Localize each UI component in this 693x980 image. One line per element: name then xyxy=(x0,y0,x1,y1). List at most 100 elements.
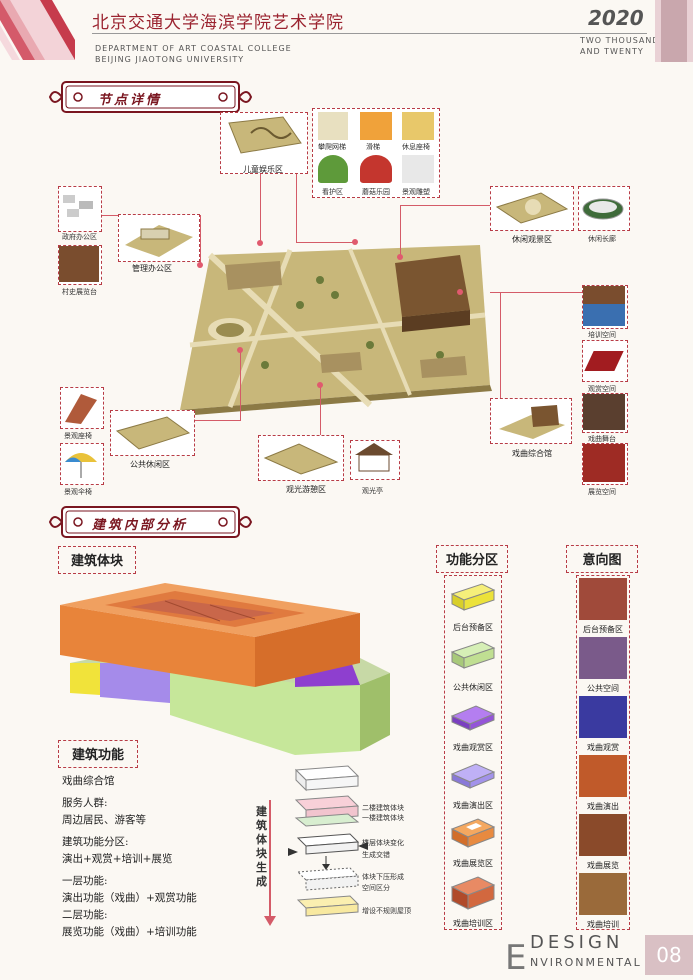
intent-label-2: 戏曲观赏 xyxy=(587,743,619,752)
intent-img-performance xyxy=(579,755,627,797)
banner-building-analysis: 建筑内部分析 xyxy=(92,518,189,533)
node-sightsee xyxy=(258,435,344,481)
label-pavilion: 观光亭 xyxy=(362,487,383,495)
banner-node-detail: 节点详情 xyxy=(98,93,163,108)
label-sculpt: 景观雕塑 xyxy=(402,188,430,196)
viewing-seats-shape xyxy=(584,351,624,371)
marker-manage xyxy=(197,262,203,268)
gen-label-2: 楼层体块变化 xyxy=(362,839,404,847)
year-english-2: AND TWENTY xyxy=(580,47,644,56)
mass-title: 建筑体块 xyxy=(58,546,136,574)
func-zone-label-1: 公共休闲区 xyxy=(453,683,493,692)
connector-leisure-v xyxy=(400,205,401,257)
func-line-5: 一层功能: xyxy=(62,875,108,887)
gov-office-thumb xyxy=(63,195,93,217)
village-exhibit-thumb xyxy=(59,246,99,282)
stage-thumb xyxy=(583,394,625,430)
header-right-tab xyxy=(655,0,693,62)
intent-img-viewing xyxy=(579,696,627,738)
node-village-exhibit xyxy=(58,245,102,285)
connector-interior xyxy=(490,292,582,293)
connector-opera-v xyxy=(500,292,501,400)
label-corridor: 休闲长廊 xyxy=(588,235,616,243)
mushroom-thumb xyxy=(360,155,392,183)
node-public-leisure xyxy=(110,410,195,456)
func-zone-viewing-block xyxy=(450,705,496,731)
node-children-area xyxy=(220,112,308,174)
func-zone-exhibit-block xyxy=(450,818,496,848)
header-stripes-decoration xyxy=(0,0,75,60)
college-title: 北京交通大学海滨学院艺术学院 xyxy=(92,13,344,33)
node-exhibit-space xyxy=(582,443,628,485)
node-training-space xyxy=(582,285,628,329)
label-viewing: 观赏空间 xyxy=(588,385,616,393)
header-divider xyxy=(92,33,647,34)
viewing-space-thumb xyxy=(583,341,625,379)
func-line-2: 周边居民、游客等 xyxy=(62,814,146,826)
children-area-thumbnail xyxy=(228,116,302,154)
training-space-thumb xyxy=(583,286,625,326)
connector-manage xyxy=(200,215,201,265)
label-maze: 蘑菇乐园 xyxy=(362,188,390,196)
func-line-8: 展览功能（戏曲）+培训功能 xyxy=(62,926,197,938)
marker-sightsee xyxy=(317,382,323,388)
connector-sightsee xyxy=(320,385,321,435)
gen-label-1: 一楼建筑体块 xyxy=(362,814,404,822)
seat-thumb xyxy=(402,112,434,140)
generation-title: 建筑体块生成 xyxy=(256,805,267,888)
func-line-0: 戏曲综合馆 xyxy=(62,775,115,787)
func-zone-column xyxy=(444,575,502,930)
label-climb: 攀爬网梯 xyxy=(318,143,346,151)
label-seat: 休息座椅 xyxy=(402,143,430,151)
public-leisure-thumb xyxy=(115,416,191,450)
func-zone-label-3: 戏曲演出区 xyxy=(453,801,493,810)
func-line-1: 服务人群: xyxy=(62,797,108,809)
func-line-6: 演出功能（戏曲）+观赏功能 xyxy=(62,892,197,904)
dept-english-line-2: BEIJING JIAOTONG UNIVERSITY xyxy=(95,55,245,64)
slide-thumb xyxy=(360,112,392,140)
label-opera-center: 戏曲综合馆 xyxy=(512,449,552,458)
site-plan-3d-model xyxy=(180,245,492,415)
function-title: 建筑功能 xyxy=(58,740,138,768)
intent-column xyxy=(576,575,630,930)
func-zone-backstage-block xyxy=(450,583,496,611)
func-line-4: 演出+观赏+培训+展览 xyxy=(62,853,173,865)
label-sightsee: 观光游憩区 xyxy=(286,485,326,494)
banner-node-detail-frame xyxy=(48,81,253,113)
opera-center-thumb xyxy=(499,405,565,439)
func-zone-label-4: 戏曲展览区 xyxy=(453,859,493,868)
node-bench xyxy=(60,387,104,429)
umbrella-thumb xyxy=(65,453,97,478)
intent-label-4: 戏曲展览 xyxy=(587,861,619,870)
node-pavilion xyxy=(350,440,400,480)
connector-public xyxy=(195,420,241,421)
climb-net-thumb xyxy=(318,112,348,140)
connector-play xyxy=(296,112,297,242)
node-opera-center xyxy=(490,398,572,444)
mass-generation-diagram xyxy=(264,765,368,926)
sightsee-thumb xyxy=(263,443,339,475)
func-line-3: 建筑功能分区: xyxy=(62,836,129,848)
label-umbrella: 景观伞椅 xyxy=(64,488,92,496)
pavilion-thumb xyxy=(355,443,393,472)
footer-environmental: NVIRONMENTAL xyxy=(530,956,642,969)
func-zone-performance-block xyxy=(450,763,496,789)
label-training: 培训空间 xyxy=(588,331,616,339)
connector-leisure xyxy=(400,205,490,206)
func-zone-label-2: 戏曲观赏区 xyxy=(453,743,493,752)
intent-title: 意向图 xyxy=(566,545,638,573)
label-exhibit: 展览空间 xyxy=(588,488,616,496)
node-gov-office xyxy=(58,186,102,232)
marker-opera xyxy=(457,289,463,295)
label-bench: 景观座椅 xyxy=(64,432,92,440)
page-number: 08 xyxy=(645,935,693,975)
intent-label-1: 公共空间 xyxy=(587,684,619,693)
intent-img-backstage xyxy=(579,578,627,620)
year: 2020 xyxy=(588,6,644,30)
label-slide: 滑梯 xyxy=(366,143,380,151)
func-zone-label-5: 戏曲培训区 xyxy=(453,919,493,928)
intent-label-5: 戏曲培训 xyxy=(587,920,619,929)
intent-img-public xyxy=(579,637,627,679)
marker-leisure xyxy=(397,254,403,260)
node-leisure-view xyxy=(490,186,574,231)
